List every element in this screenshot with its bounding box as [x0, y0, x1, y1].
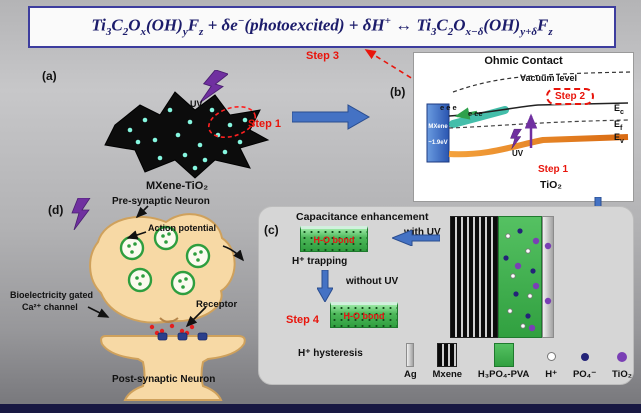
electrolyte-ions-graphic: [503, 228, 552, 332]
panel-b-label: (b): [390, 85, 406, 99]
electrolyte-layer: [498, 216, 542, 338]
step1-label-b: Step 1: [538, 164, 569, 175]
ag-icon: [406, 343, 415, 367]
h-trapping-label: H⁺ trapping: [292, 256, 348, 267]
electrons-right-label: e ee: [468, 109, 483, 118]
h-ion-icon: [546, 352, 556, 361]
tio2-label-b: TiO₂: [540, 179, 562, 191]
legend-item-h: H⁺: [545, 341, 557, 380]
arrow-a-to-b-icon: [292, 104, 370, 130]
legend-label-ag: Ag: [404, 369, 417, 380]
receptor-label: Receptor: [196, 299, 238, 310]
uv-label-b: UV: [512, 149, 524, 158]
legend-label-po4: PO₄⁻: [572, 369, 597, 380]
legend-item-pva: H₃PO₄-PVA: [477, 341, 530, 380]
panel-c-label: (c): [264, 223, 279, 237]
bioelectricity-label-line2: Ca²⁺ channel: [22, 302, 78, 312]
legend-item-po4: PO₄⁻: [573, 341, 596, 380]
arrow-without-uv-icon: [317, 270, 333, 302]
legend-item-ag: Ag: [404, 341, 417, 380]
lightning-icon-d: [71, 198, 91, 230]
h-hysteresis-label: H⁺ hysteresis: [298, 348, 363, 359]
mxene-bandgap-label: ~1.9eV: [428, 140, 448, 146]
step2-label: Step 2: [546, 88, 595, 105]
legend-item-mxene: Mxene: [432, 341, 463, 380]
vacuum-level-label: Vacuum level: [520, 73, 578, 83]
without-uv-label: without UV: [346, 276, 399, 287]
step4-label: Step 4: [286, 314, 320, 326]
ev-label: Ev: [614, 132, 624, 145]
bioelectricity-label-line1: Bioelectricity gated: [10, 290, 94, 300]
ho-bond-slab-dark: H-O bond: [330, 302, 398, 328]
reaction-equation: Ti3C2Ox(OH)yFz + δe−(photoexcited) + δH+…: [91, 15, 553, 39]
electrons-left-label: e e e: [440, 103, 457, 112]
pre-synaptic-label: Pre-synaptic Neuron: [112, 196, 210, 207]
post-synaptic-label: Post-synaptic Neuron: [112, 374, 216, 385]
ohmic-contact-title: Ohmic Contact: [484, 55, 563, 67]
action-potential-label: Action potential: [148, 223, 216, 233]
ec-label: Ec: [614, 103, 624, 116]
with-uv-label: with UV: [404, 227, 441, 238]
h3po4-pva-icon: [493, 343, 514, 367]
tio2-icon: [616, 352, 627, 362]
po4-ion-icon: [580, 353, 589, 361]
uv-lightning-icon-b: [510, 128, 522, 149]
figure-bottom-border: [0, 404, 641, 413]
synapse-graphic: [87, 205, 246, 401]
mxene-tio2-label: MXene-TiO₂: [146, 180, 209, 192]
step1-label-a: Step 1: [248, 118, 282, 130]
mxene-bar-label: MXene: [428, 124, 448, 130]
uv-lightning-icon-a: [199, 70, 228, 104]
ho-bond-slab-uv: H-O bond: [300, 226, 368, 252]
capacitance-title: Capacitance enhancement: [296, 211, 429, 223]
legend-label-mxene: Mxene: [432, 369, 463, 380]
legend-item-tio2: TiO₂: [612, 341, 632, 380]
arrow-stack-to-slab-icon: [392, 230, 440, 246]
ef-label: Ef: [614, 119, 623, 132]
step3-label: Step 3: [306, 50, 340, 62]
ho-bond-label-uv: H-O bond: [313, 235, 355, 245]
device-legend: Ag Mxene H₃PO₄-PVA H⁺ PO₄⁻ TiO₂: [404, 334, 632, 380]
panel-d-label: (d): [48, 203, 64, 217]
band-diagram-graphic: [426, 71, 632, 163]
reaction-equation-box: Ti3C2Ox(OH)yFz + δe−(photoexcited) + δH+…: [28, 6, 616, 48]
mxene-flake-graphic: [104, 91, 270, 179]
panel-a-label: (a): [42, 69, 57, 83]
legend-label-h: H⁺: [545, 369, 558, 380]
legend-label-tio2: TiO₂: [612, 369, 632, 380]
mxene-layer-stack: [450, 216, 498, 338]
mxene-icon: [437, 343, 458, 367]
uv-label-a: UV: [190, 99, 203, 109]
legend-label-pva: H₃PO₄-PVA: [477, 369, 530, 380]
ho-bond-label-dark: H-O bond: [343, 311, 385, 321]
